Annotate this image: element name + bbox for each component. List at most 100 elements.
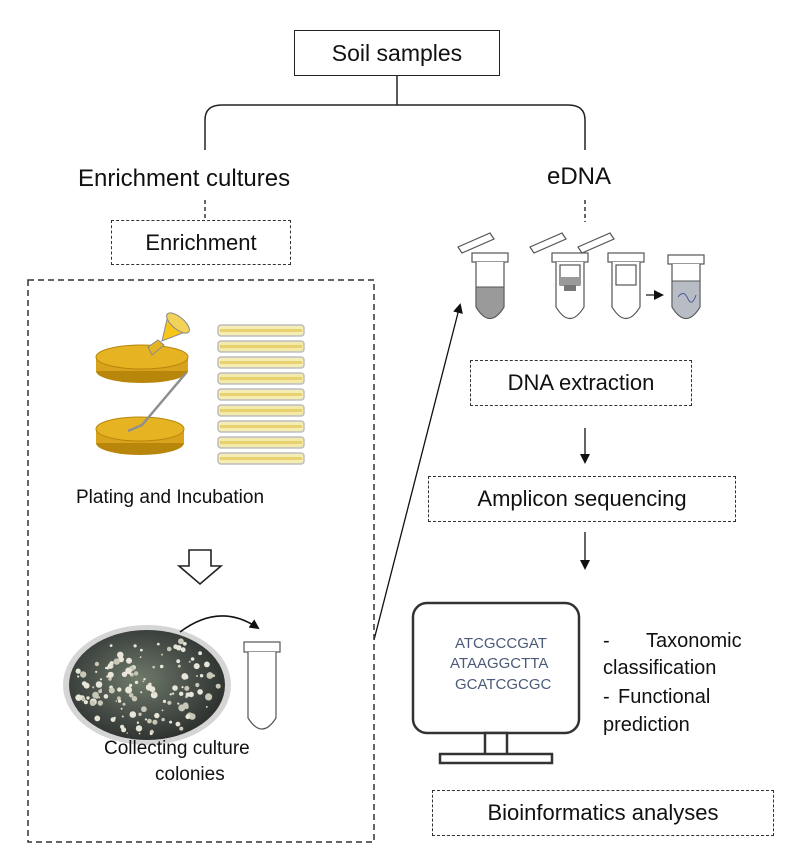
colony: [75, 668, 81, 674]
enrichment-box: Enrichment: [111, 220, 291, 265]
colony: [81, 697, 86, 702]
sequence-line-1: ATCGCCGAT: [455, 635, 547, 652]
colony: [177, 702, 180, 705]
colony: [169, 693, 172, 696]
colony: [212, 674, 216, 677]
colony: [152, 692, 155, 695]
sequence-line-3: GCATCGCGC: [455, 676, 552, 693]
bioinformatics-box: Bioinformatics analyses: [432, 790, 774, 836]
colony: [75, 694, 82, 701]
soil-samples-box: Soil samples: [294, 30, 500, 76]
colonies-caption-line1: Collecting culture: [104, 738, 250, 759]
output-dash-1: -: [603, 630, 610, 652]
colony: [196, 675, 198, 677]
colony: [139, 656, 142, 658]
colony: [149, 732, 153, 736]
colony: [92, 691, 99, 699]
colony: [108, 687, 115, 694]
colony: [109, 644, 113, 647]
colony: [154, 712, 160, 719]
extraction-tubes-illustration: [457, 232, 705, 320]
colony: [133, 644, 137, 648]
colony: [205, 693, 213, 701]
tube-column-icon: [529, 232, 589, 320]
colony: [184, 685, 190, 691]
amplicon-sequencing-label: Amplicon sequencing: [477, 486, 687, 511]
colony: [162, 699, 167, 703]
colony: [176, 659, 181, 664]
petri-dish-bottom: [95, 416, 185, 455]
colony: [176, 645, 182, 651]
output-taxonomic: Taxonomic: [646, 630, 742, 652]
colony: [120, 724, 125, 729]
colony: [117, 696, 121, 701]
colony: [120, 707, 123, 710]
colony: [175, 721, 181, 727]
colony: [152, 665, 155, 669]
amplicon-sequencing-box: Amplicon sequencing: [428, 476, 736, 522]
colony: [167, 700, 172, 705]
colony: [121, 715, 124, 718]
enrichment-cultures-title: Enrichment cultures: [78, 165, 291, 192]
colonies-to-extraction-arrow: [373, 303, 463, 641]
colony: [185, 692, 190, 697]
dna-extraction-box: DNA extraction: [470, 360, 692, 406]
colony: [136, 721, 140, 724]
colony: [150, 691, 158, 699]
colony: [141, 706, 147, 713]
colony: [190, 657, 195, 661]
funnel-icon: [147, 312, 190, 356]
colony: [182, 641, 187, 646]
sequence-line-2: ATAAGGCTTA: [450, 655, 549, 672]
colony: [144, 718, 147, 721]
colony: [172, 685, 178, 691]
output-classification: classification: [603, 657, 717, 679]
plating-illustration: [95, 312, 305, 465]
colony: [198, 651, 203, 656]
colony: [110, 717, 116, 722]
colony: [109, 661, 114, 666]
colony: [95, 681, 103, 688]
collect-curved-arrow: [179, 615, 260, 633]
colony: [199, 674, 204, 678]
colony: [177, 664, 181, 668]
colony: [126, 732, 128, 734]
enrichment-label: Enrichment: [145, 229, 257, 255]
colony: [148, 682, 152, 686]
colony: [135, 725, 143, 732]
colony: [138, 732, 141, 735]
colony: [134, 680, 139, 685]
colony: [179, 691, 184, 696]
colony: [138, 712, 142, 716]
colony: [129, 683, 133, 687]
colony: [103, 694, 109, 699]
collection-tube-icon: [243, 641, 281, 730]
colony: [121, 671, 128, 677]
colony: [140, 691, 143, 694]
culture-plate-icon: [63, 625, 231, 745]
colony: [77, 675, 80, 678]
colony: [117, 651, 124, 659]
colony: [149, 686, 156, 693]
colony: [129, 711, 137, 718]
tube-dna-icon: [667, 254, 705, 320]
colony: [181, 673, 188, 680]
colony: [86, 696, 90, 700]
colony: [206, 672, 214, 679]
colony: [99, 678, 103, 681]
colony: [125, 686, 133, 694]
colony: [95, 670, 98, 673]
colony: [169, 720, 173, 724]
output-dash-2: -: [603, 686, 610, 708]
colony: [98, 696, 100, 699]
plating-caption: Plating and Incubation: [76, 487, 265, 508]
bioinformatics-label: Bioinformatics analyses: [487, 800, 719, 825]
enrichment-frame: [27, 279, 375, 843]
colony: [80, 671, 87, 678]
colony: [142, 680, 145, 683]
colony: [89, 700, 96, 706]
colony: [215, 683, 221, 689]
colony: [166, 646, 172, 652]
soil-samples-label: Soil samples: [331, 39, 463, 66]
